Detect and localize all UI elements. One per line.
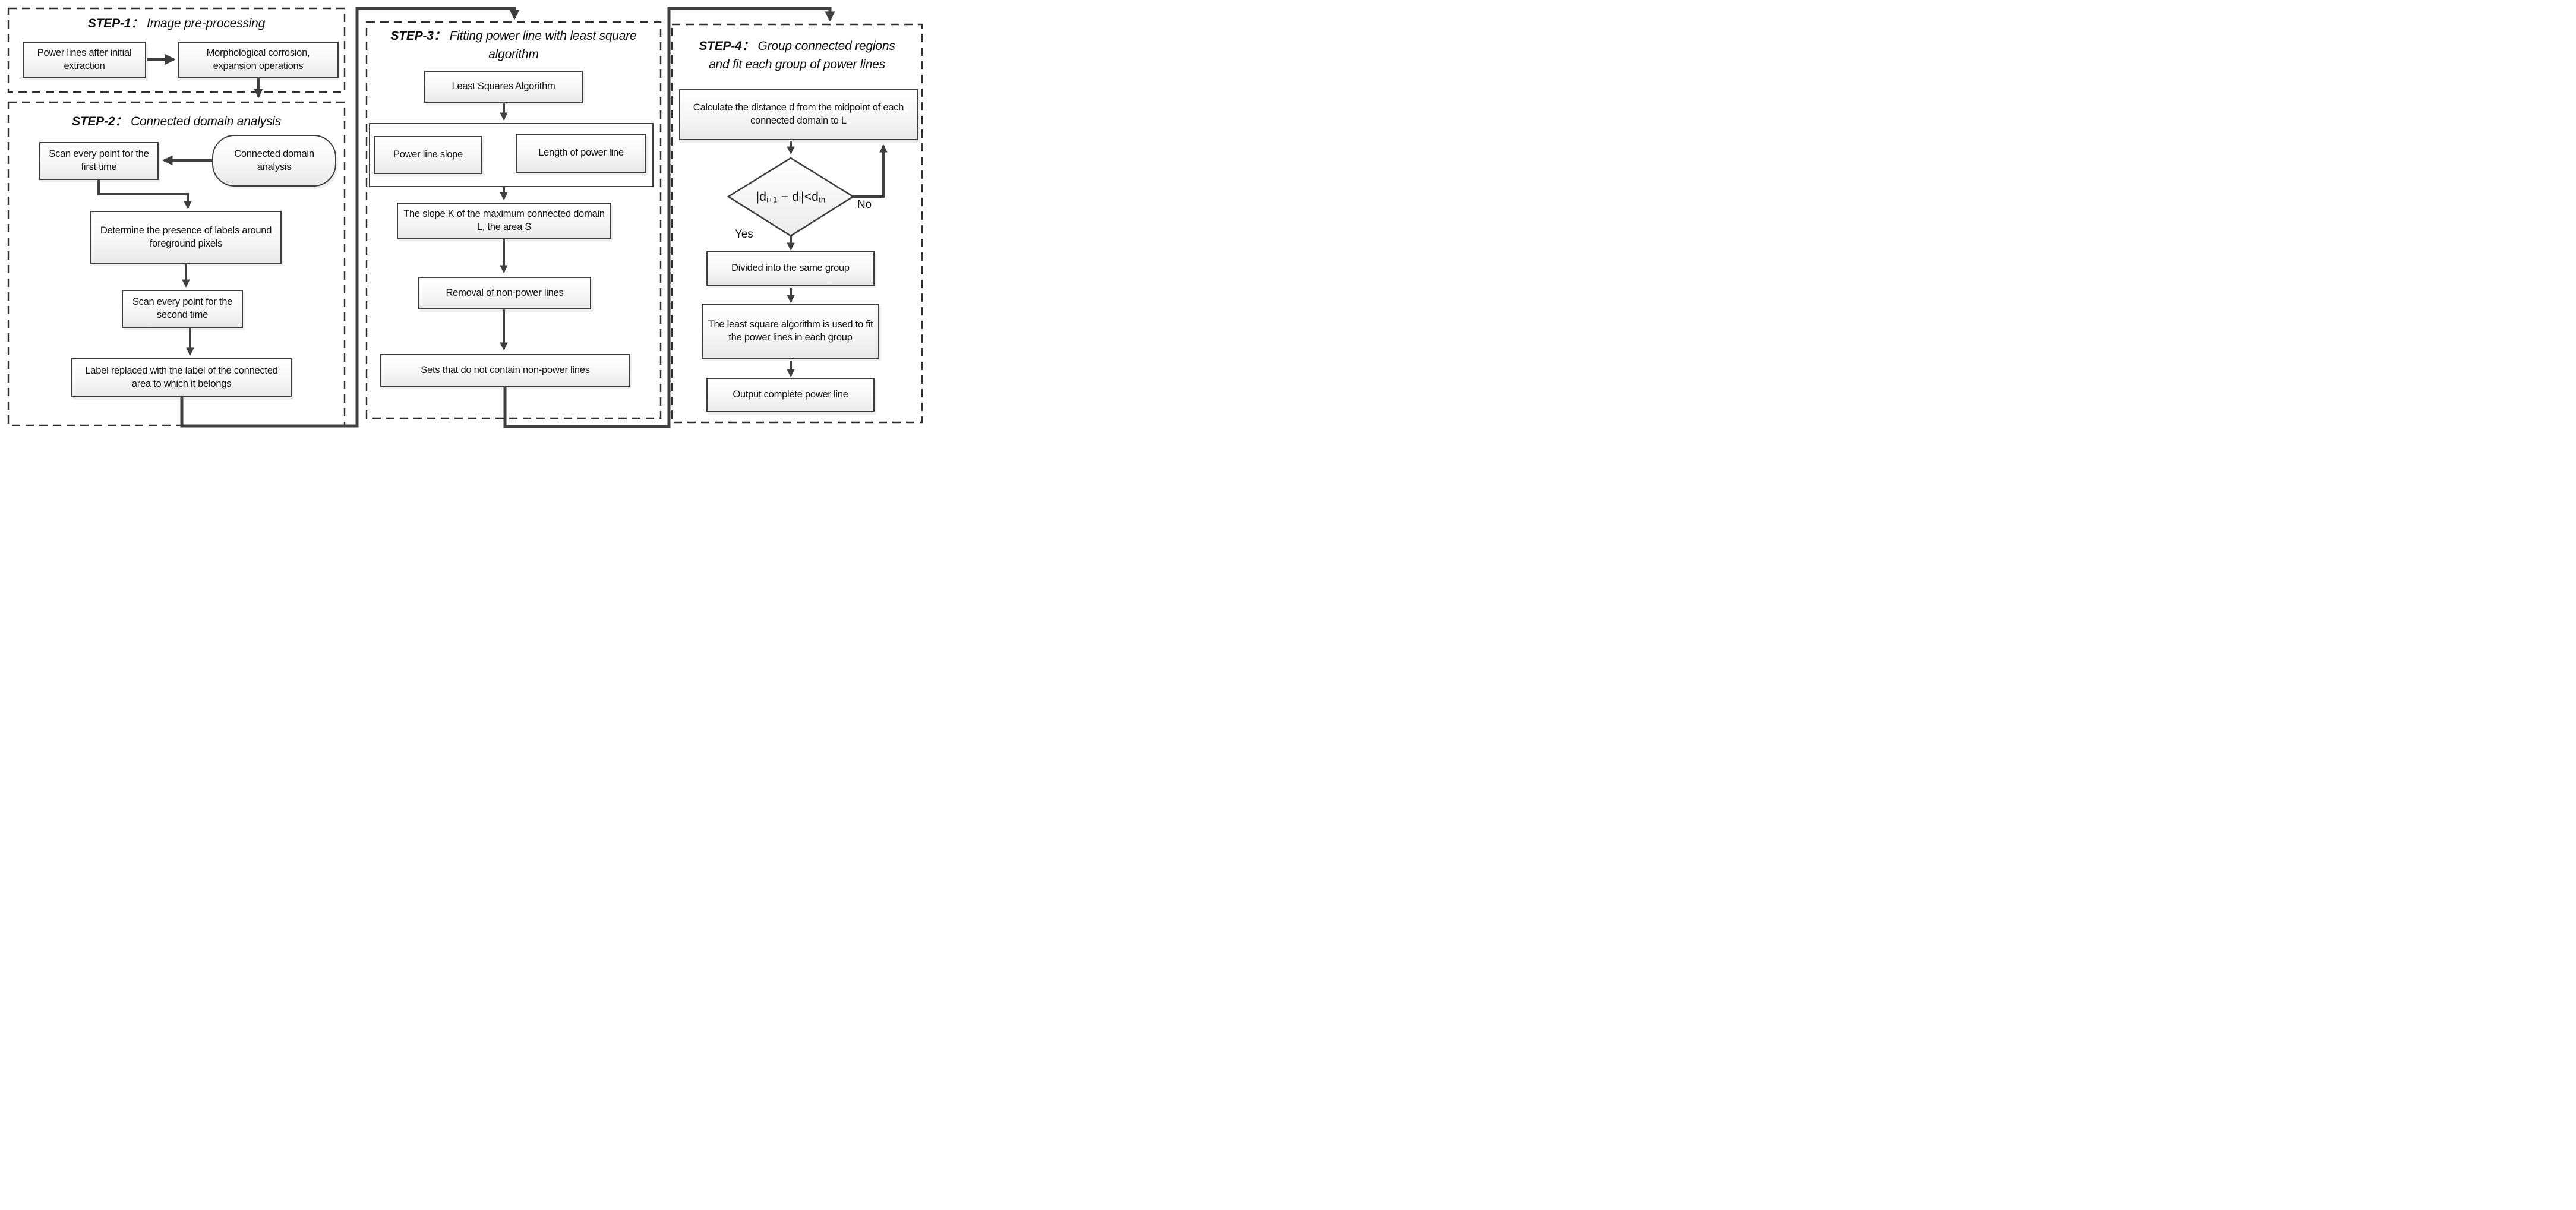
step4-title: STEP-4：Group connected regions and fit e… bbox=[672, 37, 922, 74]
box-divided-same-group: Divided into the same group bbox=[706, 251, 875, 286]
box-slope-k-max-domain: The slope K of the maximum connected dom… bbox=[397, 203, 611, 239]
step2-title-text: Connected domain analysis bbox=[131, 115, 282, 128]
connector-step2-to-step3 bbox=[180, 7, 520, 428]
step2-title: STEP-2：Connected domain analysis bbox=[8, 112, 345, 131]
diamond-formula: |di+1 − di|<dth bbox=[756, 189, 826, 204]
edge-label-yes: Yes bbox=[735, 228, 753, 241]
step1-title-text: Image pre-processing bbox=[147, 17, 266, 30]
box-calculate-distance: Calculate the distance d from the midpoi… bbox=[679, 89, 918, 140]
step3-title-line1-text: Fitting power line with least square bbox=[449, 29, 637, 43]
box-removal-non-power-lines: Removal of non-power lines bbox=[418, 277, 591, 309]
step4-title-line1-text: Group connected regions bbox=[757, 39, 895, 53]
step3-title: STEP-3：Fitting power line with least squ… bbox=[367, 27, 661, 64]
box-label-replaced: Label replaced with the label of the con… bbox=[71, 358, 292, 397]
frame-slope-length-group bbox=[369, 123, 654, 187]
edge-label-no: No bbox=[857, 198, 872, 211]
panel-step1-border bbox=[7, 7, 346, 93]
flowchart-canvas: STEP-1： Image pre-processing Power lines … bbox=[0, 0, 932, 438]
connector-step3-to-step4 bbox=[503, 7, 835, 428]
box-scan-second-time: Scan every point for the second time bbox=[122, 290, 243, 328]
panel-step2-border bbox=[7, 101, 346, 426]
box-power-lines-initial-extraction: Power lines after initial extraction bbox=[23, 42, 146, 78]
connector-scan-first-to-determine bbox=[97, 180, 192, 210]
step3-title-prefix: STEP-3： bbox=[390, 29, 446, 43]
step4-title-line1: STEP-4：Group connected regions bbox=[672, 37, 922, 55]
panel-step4-border bbox=[671, 23, 923, 424]
step4-title-line2: and fit each group of power lines bbox=[709, 58, 885, 71]
box-least-square-fit-group: The least square algorithm is used to fi… bbox=[702, 304, 879, 359]
step2-title-prefix: STEP-2： bbox=[71, 115, 128, 128]
box-length-of-power-line: Length of power line bbox=[516, 134, 646, 173]
step3-title-line2: algorithm bbox=[488, 48, 539, 61]
flowchart-wires-layer bbox=[7, 7, 923, 428]
step4-title-prefix: STEP-4： bbox=[699, 39, 755, 53]
box-sets-no-non-power-lines: Sets that do not contain non-power lines bbox=[380, 354, 630, 387]
box-determine-labels: Determine the presence of labels around … bbox=[90, 211, 282, 264]
step1-title-prefix: STEP-1： bbox=[87, 17, 143, 30]
box-output-complete-power-line: Output complete power line bbox=[706, 378, 875, 412]
stadium-connected-domain-analysis: Connected domain analysis bbox=[212, 135, 336, 187]
step3-title-line1: STEP-3：Fitting power line with least squ… bbox=[367, 27, 661, 45]
step1-title: STEP-1： Image pre-processing bbox=[8, 14, 345, 33]
box-scan-first-time: Scan every point for the first time bbox=[39, 142, 159, 180]
box-power-line-slope: Power line slope bbox=[374, 136, 482, 174]
box-morphological-operations: Morphological corrosion, expansion opera… bbox=[178, 42, 339, 78]
panel-step3-border bbox=[365, 21, 662, 419]
box-least-squares-algorithm: Least Squares Algorithm bbox=[424, 71, 583, 103]
connector-diamond-no-loop bbox=[853, 144, 888, 198]
decision-diamond-shape bbox=[727, 157, 855, 237]
decision-diamond-condition: |di+1 − di|<dth bbox=[734, 158, 847, 236]
